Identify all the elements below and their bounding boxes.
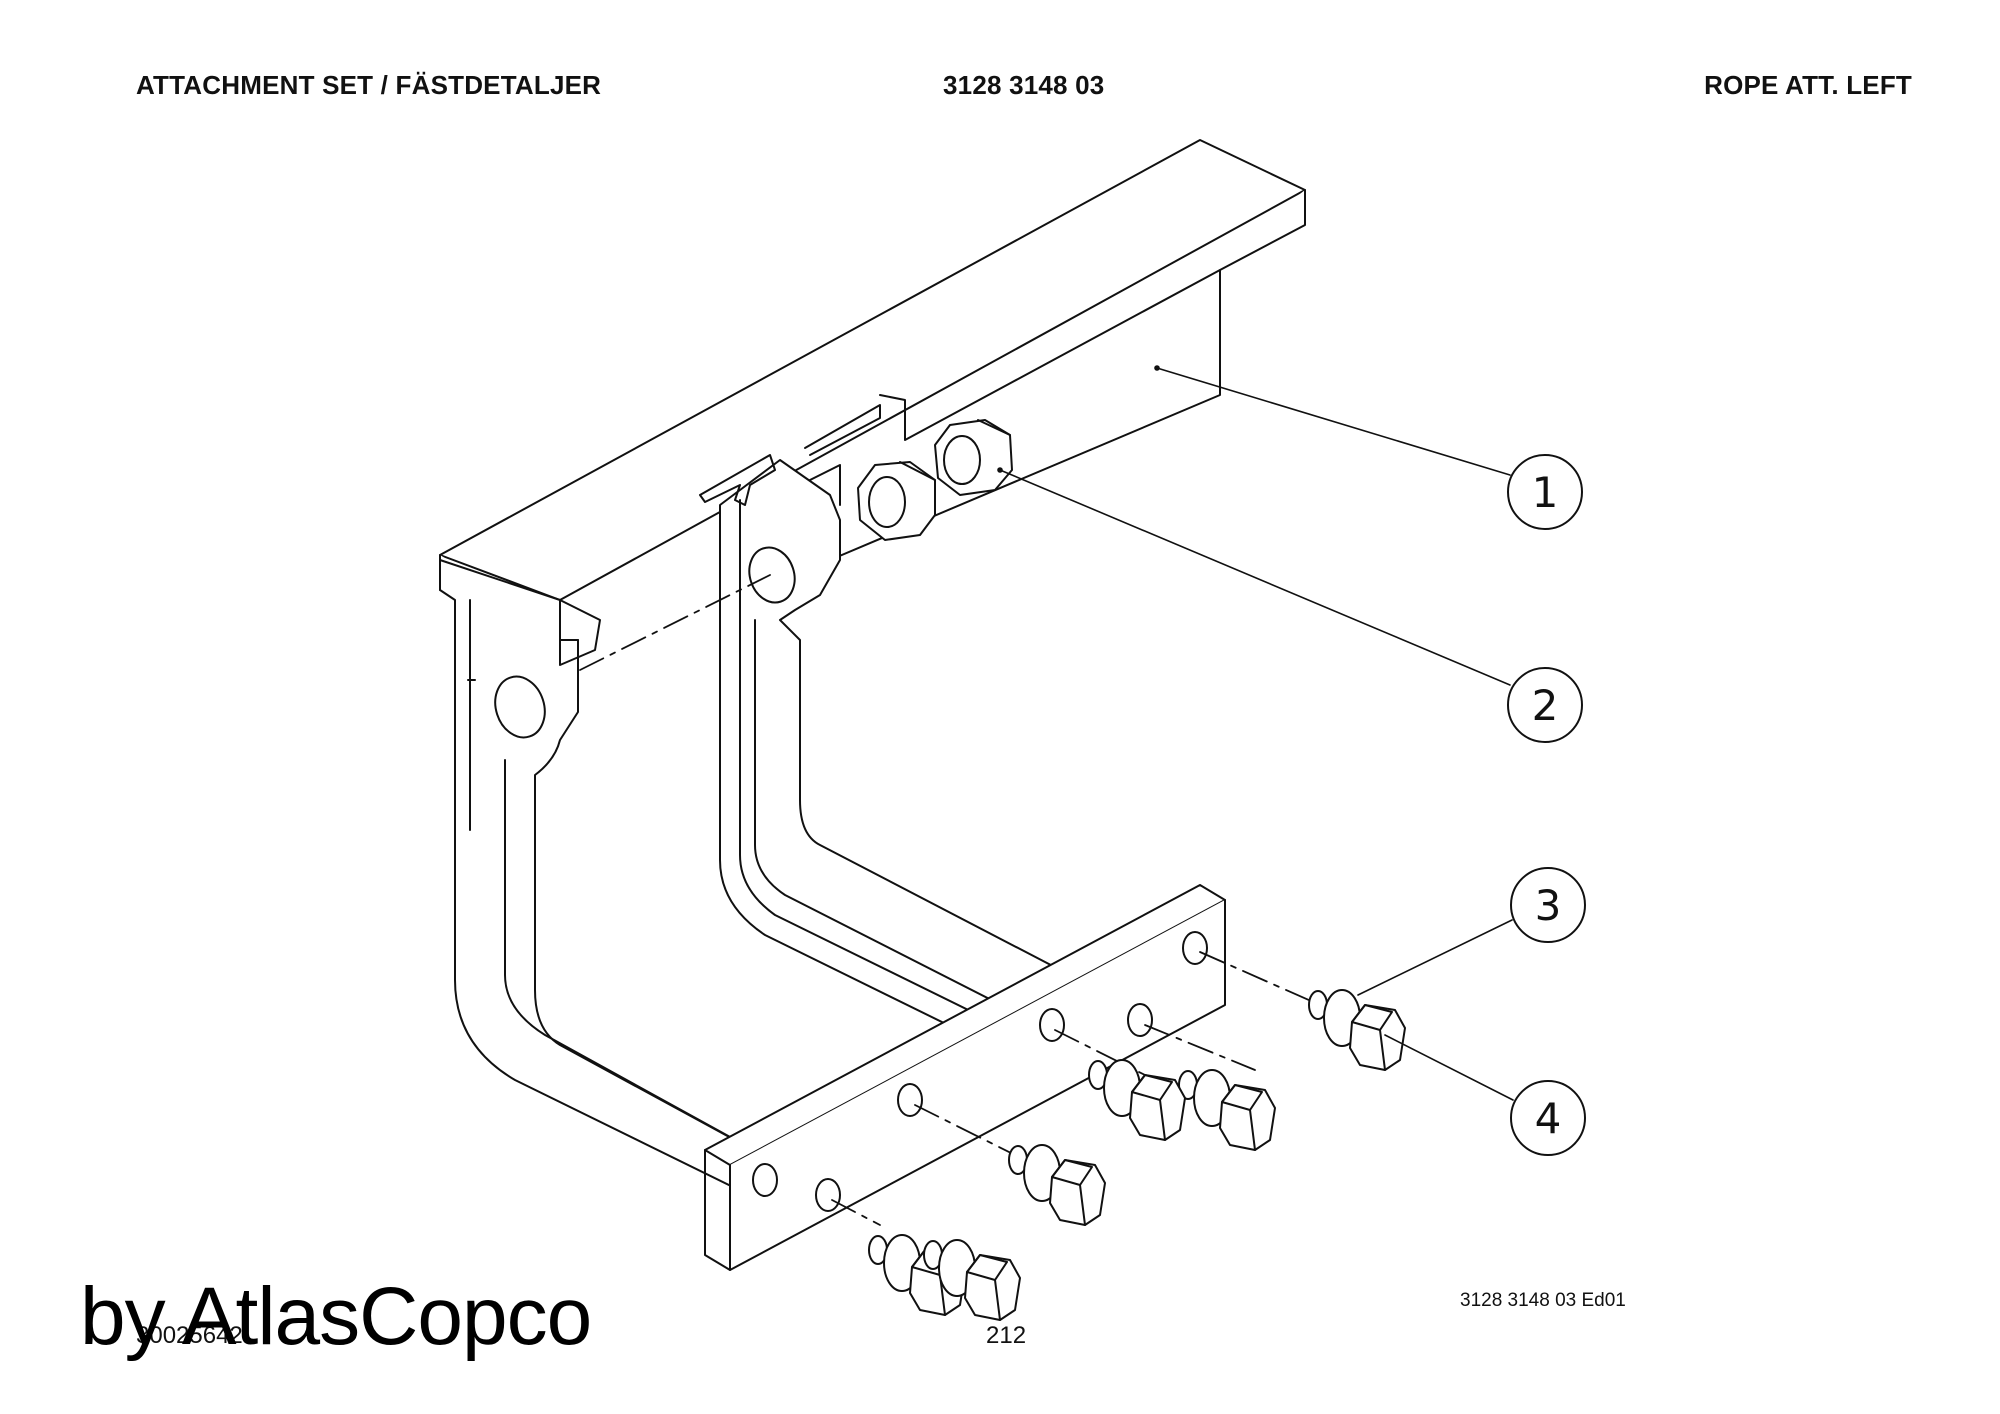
center-lines [579, 574, 1321, 1226]
document-code: 30025642 [136, 1322, 243, 1349]
part-number-title: 3128 3148 03 [943, 70, 1105, 100]
callout-circle-3 [1510, 867, 1586, 943]
page-number: 212 [986, 1322, 1027, 1349]
callout-label-1: 1 [1532, 468, 1559, 517]
bolt-with-washer [1088, 1059, 1186, 1141]
leader-lines [997, 365, 1514, 1101]
callout-label-3: 3 [1535, 881, 1562, 930]
top-rail [439, 139, 1306, 641]
center-hook-arm [699, 404, 1071, 1086]
bottom-mounting-plate [704, 884, 1226, 1271]
callout-circle-1 [1507, 454, 1583, 530]
callout-circle-4 [1510, 1080, 1586, 1156]
page-title-right: ROPE ATT. LEFT [1704, 70, 1912, 100]
left-hook-arm [439, 554, 791, 1216]
hex-nut-right [934, 419, 1013, 496]
watermark-text: by AtlasCopco [80, 1271, 592, 1362]
callout-circle-2 [1507, 667, 1583, 743]
bolt-with-washer [1308, 989, 1406, 1071]
bolt-with-washer [1178, 1069, 1276, 1151]
hex-nut-left [857, 461, 936, 541]
edition-reference: 3128 3148 03 Ed01 [1460, 1290, 1626, 1311]
callout-label-2: 2 [1532, 681, 1559, 730]
page-title-left: ATTACHMENT SET / FÄSTDETALJER [136, 70, 602, 100]
callout-label-4: 4 [1535, 1094, 1562, 1143]
bolt-with-washer [1008, 1144, 1106, 1226]
